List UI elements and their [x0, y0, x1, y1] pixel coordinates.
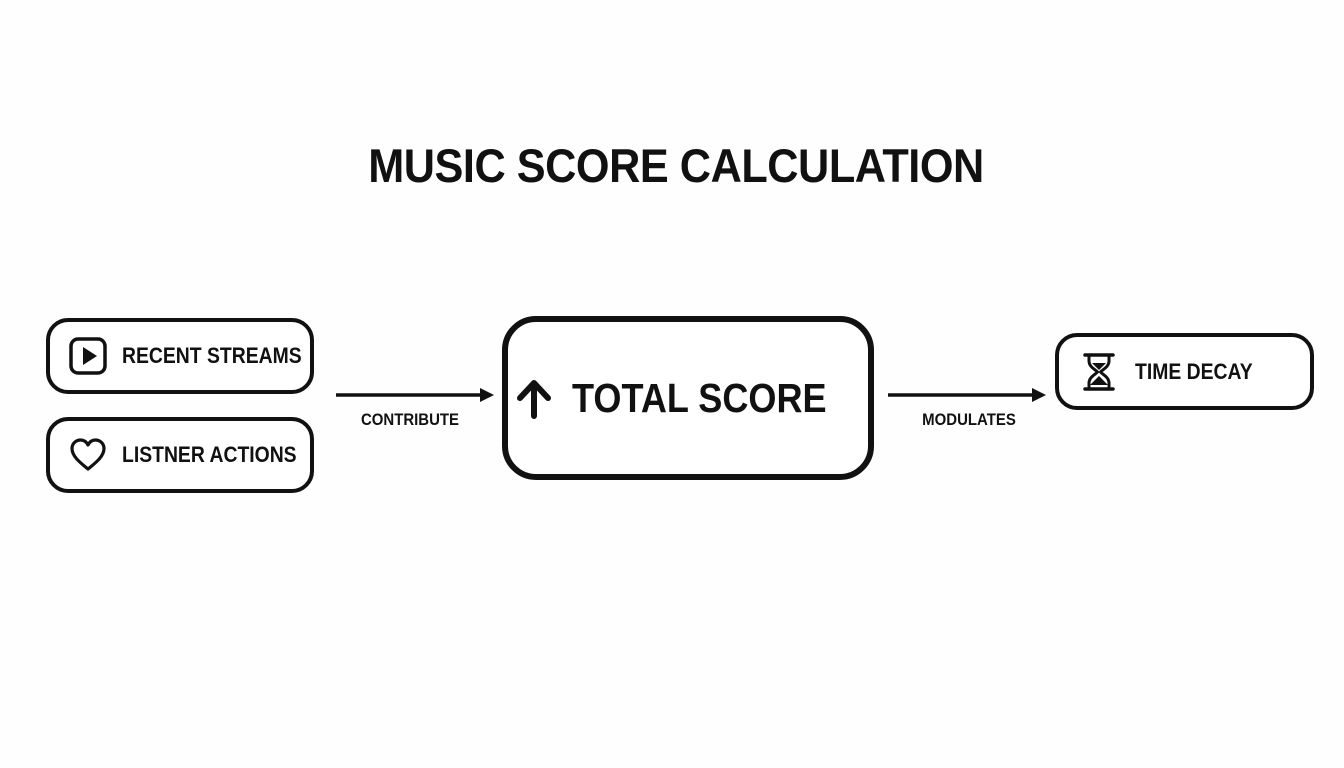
- recent-streams-label: RECENT STREAMS: [122, 343, 302, 368]
- total-score-label: TOTAL SCORE: [572, 374, 827, 421]
- contribute-arrow: [336, 388, 494, 402]
- heart-icon: [68, 435, 108, 475]
- arrow-up-icon: [514, 376, 554, 420]
- diagram-title: MUSIC SCORE CALCULATION: [368, 139, 984, 192]
- recent-streams-node: RECENT STREAMS: [46, 318, 314, 394]
- total-score-node: TOTAL SCORE: [502, 316, 874, 480]
- time-decay-label: TIME DECAY: [1135, 358, 1253, 384]
- time-decay-node: TIME DECAY: [1055, 333, 1314, 410]
- play-icon: [68, 336, 108, 376]
- listener-actions-node: LISTNER ACTIONS: [46, 417, 314, 493]
- listener-actions-label: LISTNER ACTIONS: [122, 442, 297, 467]
- contribute-label: CONTRIBUTE: [360, 410, 460, 429]
- modulates-arrow: [888, 388, 1046, 402]
- hourglass-icon: [1079, 352, 1119, 392]
- modulates-label: MODULATES: [922, 410, 1016, 429]
